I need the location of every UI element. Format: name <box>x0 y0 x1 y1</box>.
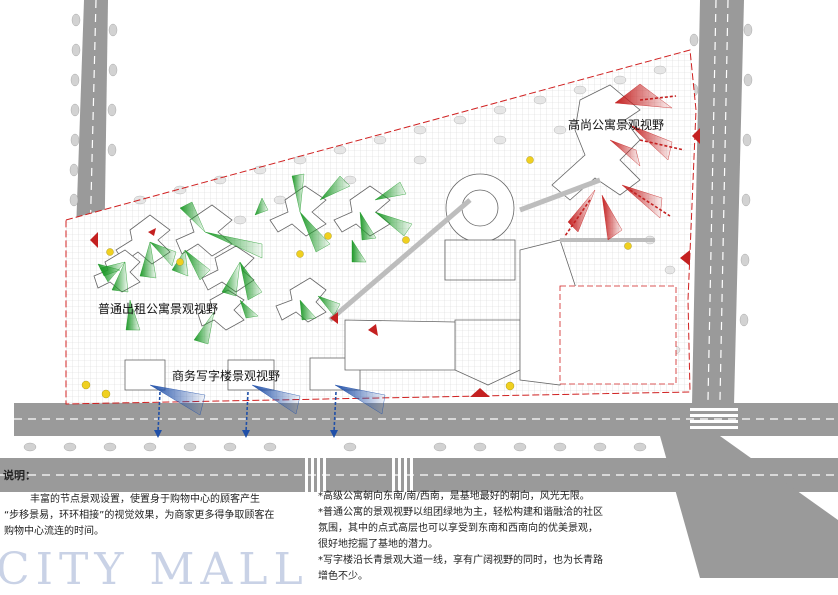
east-road-south-section <box>660 436 838 578</box>
flower-bushes <box>81 156 632 399</box>
office-building <box>124 359 166 391</box>
rental-apartment-block <box>275 277 327 323</box>
watermark: CITY MALL <box>0 544 309 595</box>
notes-left: 丰富的节点景观设置，使置身于购物中心的顾客产生 “步移景易，环环相接”的视觉效果… <box>4 492 316 540</box>
note-line: 丰富的节点景观设置，使置身于购物中心的顾客产生 <box>30 494 260 505</box>
crosswalks <box>305 408 738 492</box>
rental-apartment-block <box>269 185 327 237</box>
note-line: 氛围，其中的点式高层也可以享受到东南和西南向的优美景观， <box>318 523 598 534</box>
rental-view-cones <box>97 173 413 345</box>
office-view-label: 商务写字楼景观视野 <box>172 369 281 383</box>
luxury-view-arrows <box>564 95 685 237</box>
notes-title: 说明： <box>3 469 36 482</box>
note-line: 购物中心流连的时间。 <box>4 526 104 537</box>
office-building <box>227 359 275 391</box>
roadside-trees <box>23 13 753 452</box>
note-line: “步移景易，环环相接”的视觉效果，为商家更多得争取顾客在 <box>4 510 275 521</box>
site-trees <box>133 65 681 355</box>
mall-wing <box>344 319 456 371</box>
east-road <box>692 0 744 405</box>
rental-apartment-view-label: 普通出租公寓景观视野 <box>98 302 219 316</box>
notes-right: *高级公寓朝向东南/南/西南，是基地最好的朝向，风光无限。 *普通公寓的景观视野… <box>318 489 636 585</box>
mall-central-hall <box>444 239 516 281</box>
mall-rotunda-inner <box>461 189 499 227</box>
buildings <box>93 84 677 391</box>
office-building <box>309 357 361 391</box>
entrance-markers <box>90 128 700 397</box>
site-plan-map <box>0 0 838 578</box>
note-line: 增色不少。 <box>318 571 368 582</box>
site-boundary <box>65 49 697 405</box>
note-line: *普通公寓的景观视野以组团绿地为主，轻松构建和谐融洽的社区 <box>318 507 603 518</box>
note-line: 很好地挖掘了基地的潜力。 <box>318 539 438 550</box>
east-plot <box>559 285 677 385</box>
office-view-arrows <box>154 391 338 438</box>
lane-markings <box>0 418 838 476</box>
note-line: *高级公寓朝向东南/南/西南，是基地最好的朝向，风光无限。 <box>318 491 590 502</box>
luxury-apartment-view-label: 高尚公寓景观视野 <box>568 118 665 132</box>
note-line: *写字楼沿长青景观大道一线，享有广阔视野的同时，也为长青路 <box>318 555 603 566</box>
office-view-cones <box>149 384 386 416</box>
median-strip <box>0 436 660 458</box>
